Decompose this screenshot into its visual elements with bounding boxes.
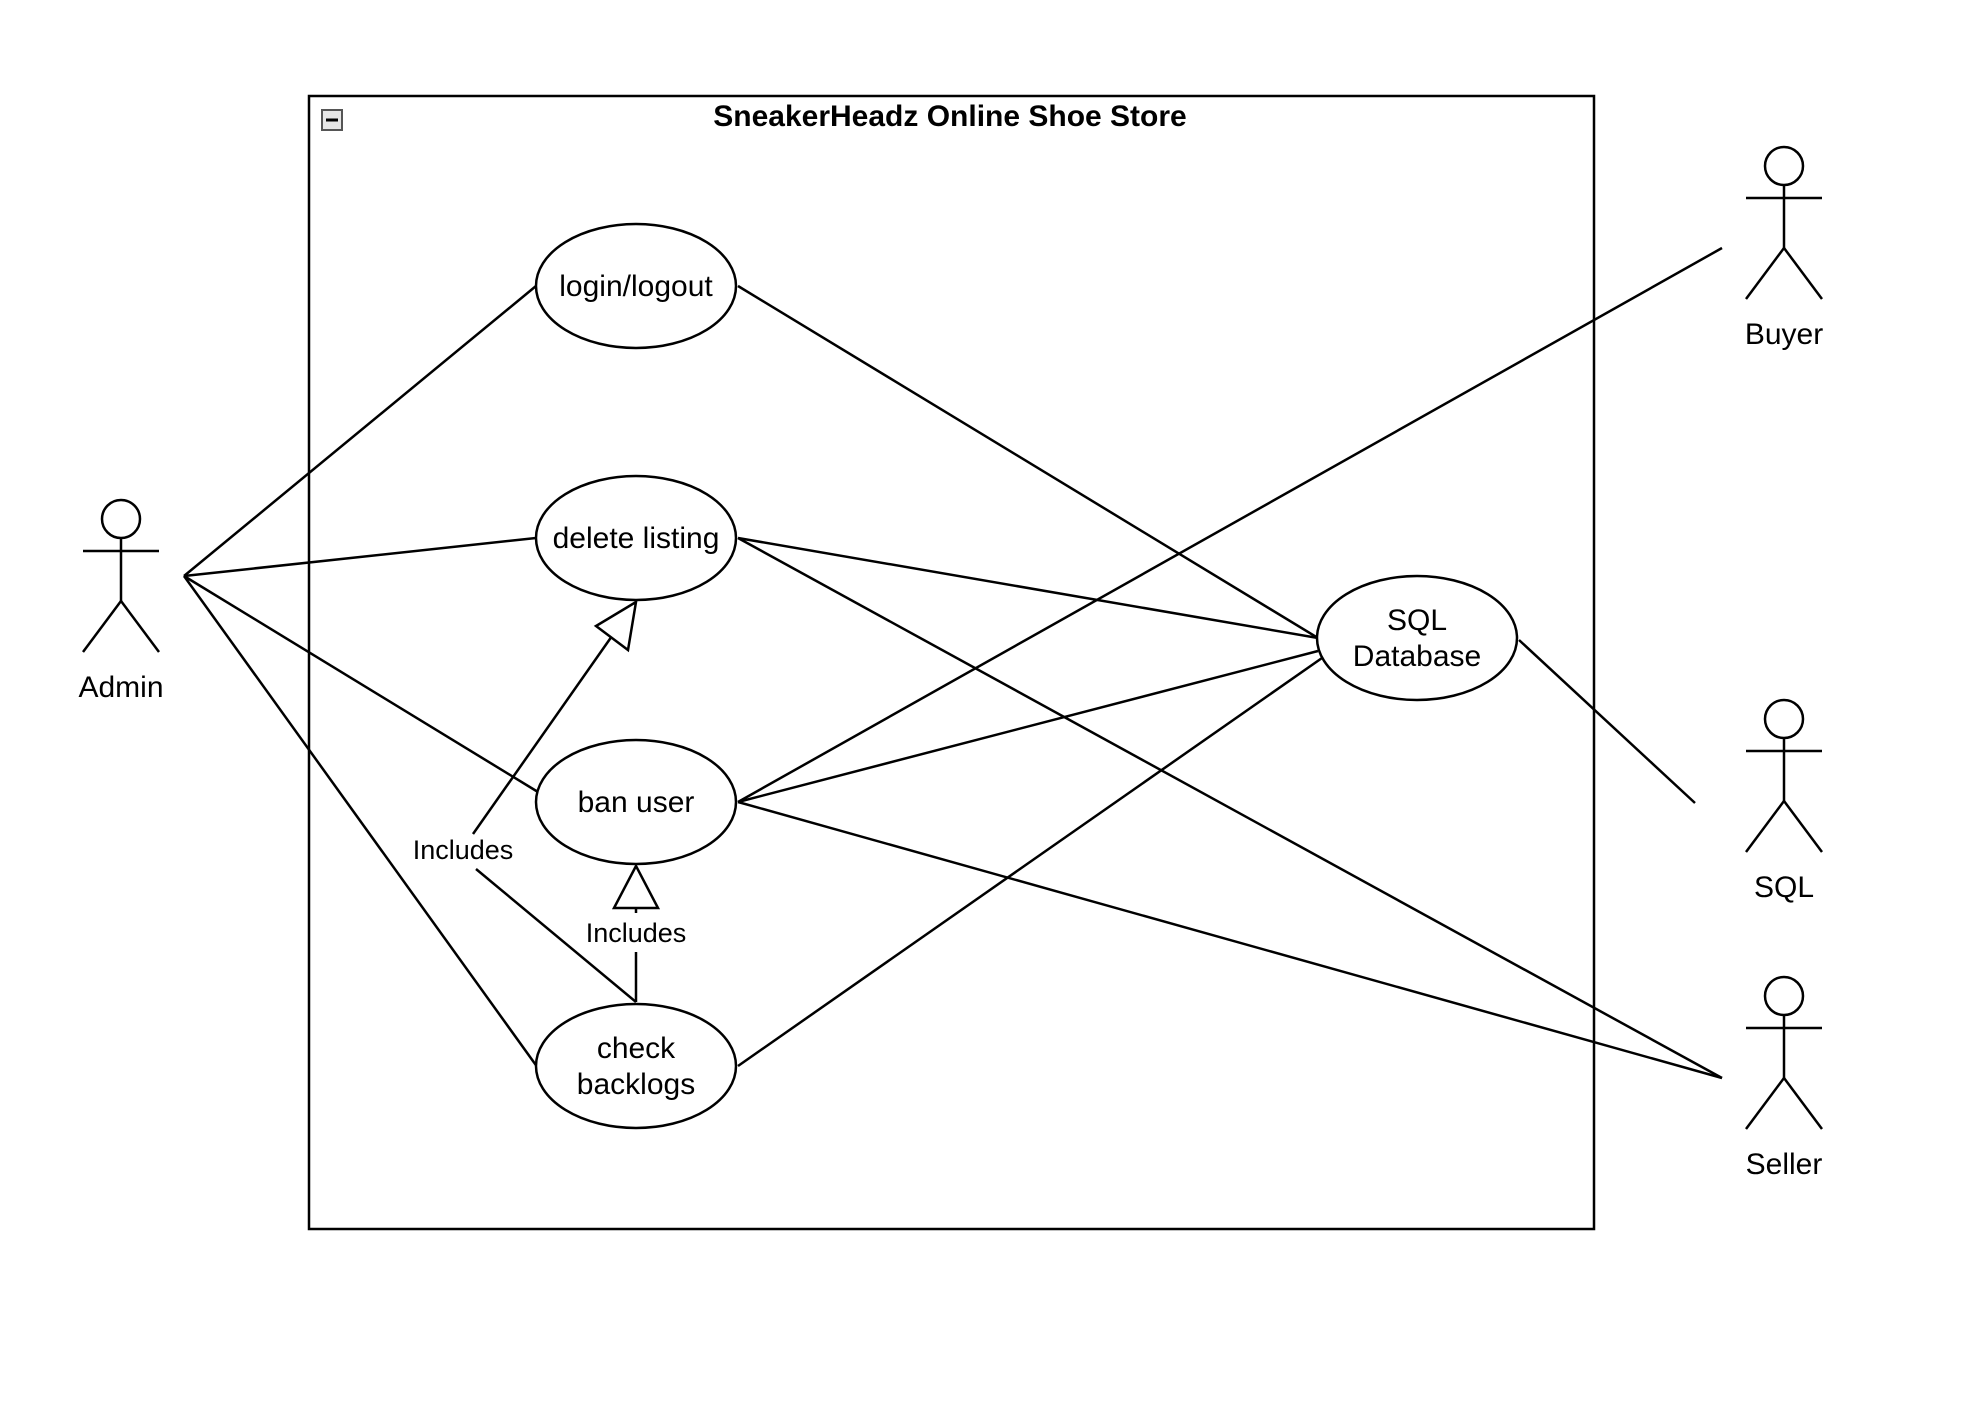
assoc-admin-ban <box>183 574 539 794</box>
svg-text:SQL: SQL <box>1387 604 1447 637</box>
use-case-sql-database[interactable]: SQL Database <box>1315 574 1519 702</box>
assoc-ban-db <box>737 649 1319 804</box>
includes-label: Includes <box>413 835 514 865</box>
svg-text:delete listing: delete listing <box>553 522 720 555</box>
assoc-admin-login <box>183 285 537 577</box>
actor-buyer[interactable] <box>1744 145 1824 300</box>
use-case-ban-user[interactable]: ban user <box>534 738 738 866</box>
include-backlogs-ban: Includes <box>586 863 687 1002</box>
system-title: SneakerHeadz Online Shoe Store <box>713 100 1186 133</box>
actor-admin[interactable] <box>81 498 161 653</box>
system-boundary <box>307 94 1596 1231</box>
assoc-delete-db <box>737 536 1319 640</box>
svg-text:Database: Database <box>1353 640 1481 673</box>
use-case-delete-listing[interactable]: delete listing <box>534 474 738 602</box>
svg-text:login/logout: login/logout <box>559 270 713 303</box>
svg-text:ban user: ban user <box>578 786 695 819</box>
actor-sql[interactable] <box>1744 698 1824 853</box>
assoc-ban-buyer <box>737 246 1723 804</box>
assoc-admin-delete <box>183 536 537 578</box>
generalization-arrowhead <box>593 599 638 653</box>
associations <box>182 246 1723 1080</box>
assoc-ban-seller <box>737 800 1723 1080</box>
actor-seller[interactable] <box>1744 975 1824 1130</box>
actor-label-seller: Seller <box>1746 1148 1823 1181</box>
assoc-backlogs-db <box>737 656 1323 1068</box>
minus-square-icon[interactable] <box>321 109 343 131</box>
includes-label: Includes <box>586 918 687 948</box>
assoc-db-sql <box>1518 639 1696 804</box>
assoc-admin-backlogs <box>182 575 540 1069</box>
actor-label-buyer: Buyer <box>1745 318 1823 351</box>
actor-label-admin: Admin <box>78 671 163 704</box>
svg-text:backlogs: backlogs <box>577 1068 695 1101</box>
assoc-login-db <box>737 284 1319 640</box>
svg-text:check: check <box>597 1032 676 1065</box>
include-backlogs-delete: Includes <box>413 599 638 1003</box>
actor-label-sql: SQL <box>1754 871 1814 904</box>
generalization-arrowhead <box>611 863 661 910</box>
assoc-delete-seller <box>737 536 1723 1080</box>
use-case-check-backlogs[interactable]: check backlogs <box>534 1002 738 1130</box>
use-case-login-logout[interactable]: login/logout <box>534 222 738 350</box>
